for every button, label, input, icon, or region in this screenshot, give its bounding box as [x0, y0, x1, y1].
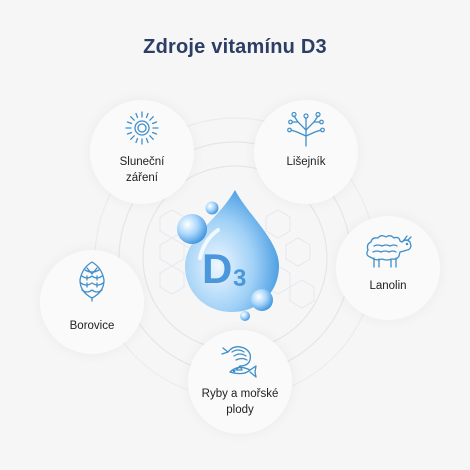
bubble	[205, 201, 219, 215]
droplet-shape	[185, 190, 279, 312]
bubble	[240, 311, 250, 321]
source-node-lanolin: Lanolin	[336, 216, 440, 320]
source-label: Lanolin	[369, 280, 407, 292]
lichen-icon	[287, 111, 325, 147]
source-node-lichen: Lišejník	[254, 100, 358, 204]
source-node-seafood: Ryby a mořské plody	[188, 330, 292, 434]
source-label: Ryby a mořské plody	[201, 388, 279, 416]
pinecone-icon	[79, 261, 105, 302]
bubble	[177, 214, 207, 244]
sheep-icon	[366, 235, 412, 268]
bubble	[251, 289, 273, 311]
sun-icon	[125, 111, 159, 145]
source-label: Lišejník	[286, 156, 326, 168]
droplet-label-3: 3	[233, 265, 246, 292]
source-label: Sluneční záření	[119, 156, 165, 184]
source-node-pine: Borovice	[40, 250, 144, 354]
source-label: Borovice	[69, 320, 115, 332]
source-node-sun: Sluneční záření	[90, 100, 194, 204]
diagram-title: Zdroje vitamínu D3	[143, 36, 327, 58]
droplet-label-d: D	[202, 245, 232, 292]
shrimp-fish-icon	[221, 346, 257, 378]
